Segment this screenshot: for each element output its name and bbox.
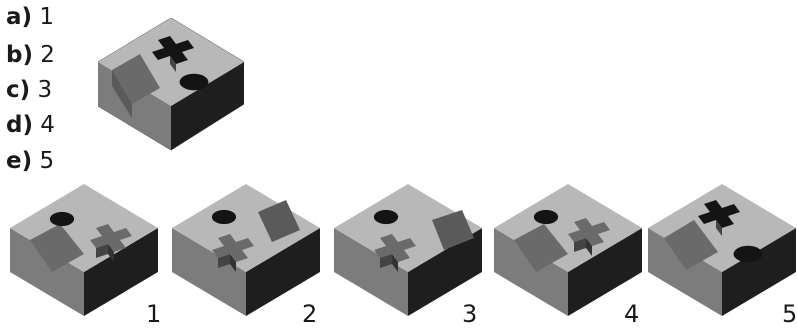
figure-4-cube bbox=[494, 180, 642, 320]
option-b[interactable]: b) 2 bbox=[6, 42, 55, 68]
figure-2-cube bbox=[172, 180, 320, 320]
figure-3-cube bbox=[334, 180, 482, 320]
option-a[interactable]: a) 1 bbox=[6, 4, 54, 30]
figure-5-cube bbox=[648, 180, 796, 320]
figure-1-cube bbox=[10, 180, 158, 320]
reference-cube bbox=[98, 18, 244, 154]
option-e[interactable]: e) 5 bbox=[6, 148, 54, 174]
figure-4-label: 4 bbox=[624, 300, 639, 328]
figure-3-label: 3 bbox=[462, 300, 477, 328]
option-c[interactable]: c) 3 bbox=[6, 77, 52, 103]
figure-5-label: 5 bbox=[782, 300, 797, 328]
figure-2-label: 2 bbox=[302, 300, 317, 328]
figure-1-label: 1 bbox=[146, 300, 161, 328]
option-d[interactable]: d) 4 bbox=[6, 112, 55, 138]
